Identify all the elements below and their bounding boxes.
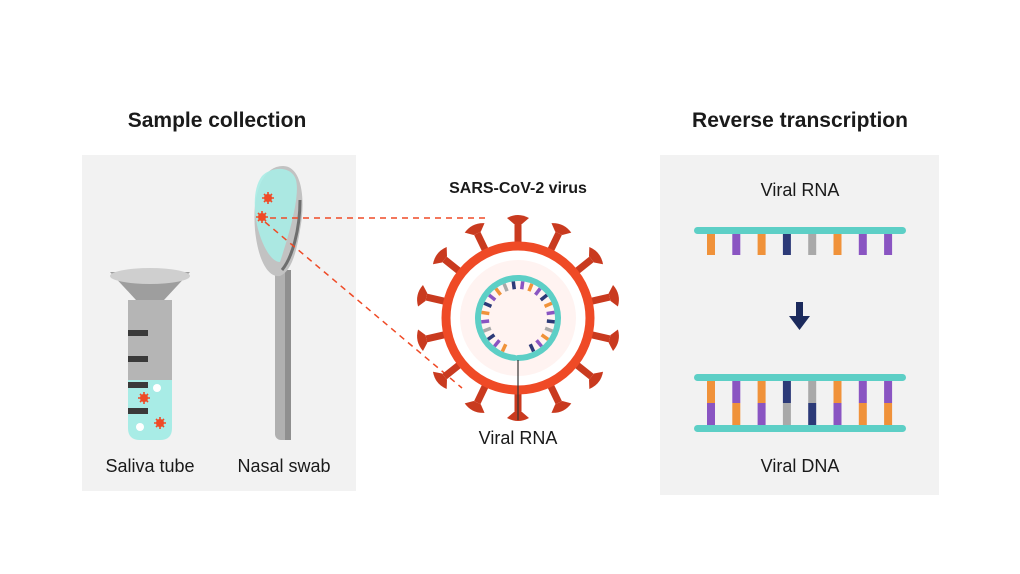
virus-particle-icon — [154, 417, 166, 429]
virus-spike-head — [588, 247, 604, 265]
saliva-tube-label: Saliva tube — [105, 456, 195, 476]
virus-spike-head — [608, 285, 619, 307]
dna-base-bottom — [757, 403, 766, 426]
dna-base-bottom — [808, 403, 817, 426]
dna-base-top — [833, 380, 842, 403]
rna-base — [492, 339, 501, 348]
saliva-tube-mark — [128, 382, 148, 388]
rna-backbone — [694, 227, 906, 234]
virus-spike-head — [551, 400, 572, 413]
virus-spike-head — [417, 329, 428, 351]
dna-base-bottom — [782, 403, 791, 426]
rna-base — [543, 301, 553, 309]
viral-dna-double-strand — [694, 374, 906, 432]
down-arrow-icon — [789, 302, 810, 330]
dna-base-top — [884, 380, 893, 403]
virus-particle-icon — [138, 392, 150, 404]
virus-spike-head — [551, 223, 572, 236]
dna-base-bottom — [884, 403, 893, 426]
viral-rna-bases — [481, 281, 555, 353]
dna-base-bottom — [732, 403, 741, 426]
dna-base-bottom — [858, 403, 867, 426]
rna-base — [782, 233, 791, 255]
saliva-tube-mark — [128, 330, 148, 336]
bubble — [153, 384, 161, 392]
dna-backbone-top — [694, 374, 906, 381]
saliva-tube-funnel-rim — [110, 268, 190, 284]
dna-base-top — [808, 380, 817, 403]
rna-base — [519, 281, 525, 290]
rna-base — [539, 293, 549, 302]
nasal-swab — [254, 166, 303, 440]
virus-spike-head — [432, 371, 448, 389]
virus-spike-head — [417, 285, 428, 307]
rna-base — [481, 319, 490, 324]
virus-spike-head — [464, 400, 485, 413]
virus-particle-icon — [262, 192, 274, 204]
swab-sample — [254, 168, 297, 262]
dna-base-top — [782, 380, 791, 403]
rna-base — [858, 233, 867, 255]
swab-head-shade — [280, 199, 302, 271]
virus-spike-head — [507, 215, 529, 224]
rna-base — [757, 233, 766, 255]
virus-spike-head — [432, 247, 448, 265]
virus-spike-head — [464, 223, 485, 236]
rna-base — [482, 326, 492, 333]
saliva-tube — [110, 268, 190, 440]
virus-particle-icon — [256, 211, 268, 223]
rna-base — [481, 310, 490, 316]
zoom-line — [264, 221, 463, 389]
virus-spike-head — [608, 329, 619, 351]
rna-base — [502, 283, 509, 292]
virus-spike-head — [588, 371, 604, 389]
rna-base — [534, 287, 542, 296]
rna-base — [833, 233, 842, 255]
saliva-tube-body — [128, 300, 172, 380]
rna-base — [527, 283, 534, 292]
nasal-swab-label: Nasal swab — [237, 456, 331, 476]
rna-base — [732, 233, 741, 255]
rna-base — [494, 287, 502, 296]
rna-base — [500, 343, 508, 353]
dna-base-top — [732, 380, 741, 403]
dna-base-bottom — [833, 403, 842, 426]
rna-base — [546, 310, 555, 316]
saliva-tube-mark — [128, 408, 148, 414]
rna-base — [546, 319, 555, 324]
virus-title: SARS-CoV-2 virus — [449, 180, 587, 197]
sample-collection-panel — [82, 155, 356, 491]
dna-base-top — [858, 380, 867, 403]
saliva-tube-mark — [128, 356, 148, 362]
sars-cov-2-virus — [417, 215, 619, 421]
swab-stick-shade — [285, 270, 291, 440]
dna-base-top — [707, 380, 715, 403]
viral-rna-single-strand — [694, 227, 906, 255]
reverse-transcription-heading: Reverse transcription — [692, 109, 908, 132]
rna-base — [808, 233, 817, 255]
rna-base — [486, 333, 496, 341]
rna-base — [540, 333, 550, 341]
rna-base — [483, 301, 493, 309]
viral-rna-label: Viral RNA — [760, 180, 840, 200]
rna-base — [487, 293, 497, 302]
dna-backbone-bottom — [694, 425, 906, 432]
viral-rna-strand — [475, 275, 561, 361]
rna-base — [535, 339, 544, 348]
bubble — [136, 423, 144, 431]
rna-base — [707, 233, 715, 255]
rna-base — [528, 343, 536, 353]
rna-base — [544, 326, 554, 333]
dna-base-bottom — [707, 403, 715, 426]
sample-collection-heading: Sample collection — [127, 109, 307, 132]
viral-dna-label: Viral DNA — [760, 456, 840, 476]
rna-base — [884, 233, 893, 255]
dna-base-top — [757, 380, 766, 403]
rna-base — [511, 281, 517, 290]
virus-rna-label: Viral RNA — [478, 428, 558, 448]
